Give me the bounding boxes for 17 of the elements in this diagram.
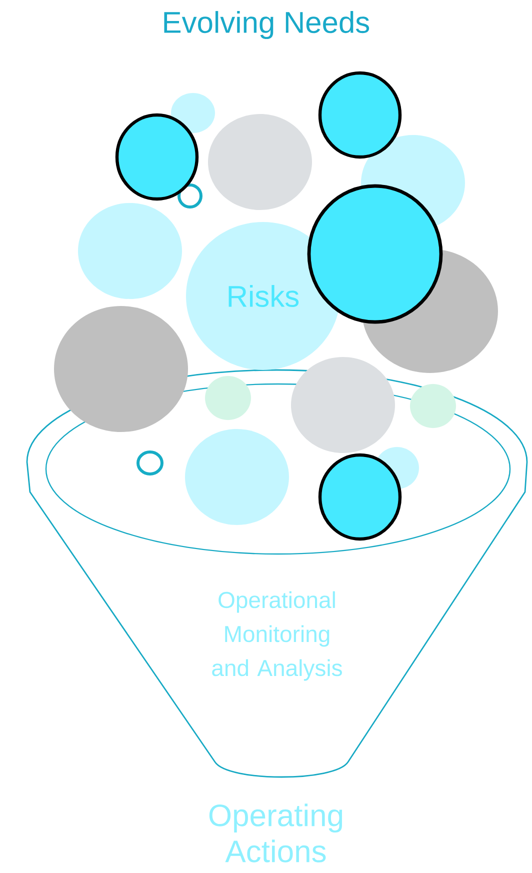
- bubble: [115, 113, 199, 201]
- ring: [178, 184, 202, 208]
- bubble: [205, 376, 251, 420]
- bubble: [208, 114, 312, 210]
- bubble: [54, 306, 188, 432]
- bubble: [78, 203, 182, 299]
- bubble: [185, 429, 289, 525]
- bubble: [291, 357, 395, 453]
- title: Evolving Needs: [164, 11, 370, 39]
- bubble: [410, 384, 456, 428]
- bubble: [307, 184, 443, 324]
- bubble: [318, 453, 402, 541]
- ring: [136, 450, 164, 476]
- risks-bubble: Risks: [186, 222, 340, 370]
- bubble: [171, 93, 215, 133]
- bubble: [318, 71, 402, 159]
- caption-text: Operating Actions: [209, 804, 342, 862]
